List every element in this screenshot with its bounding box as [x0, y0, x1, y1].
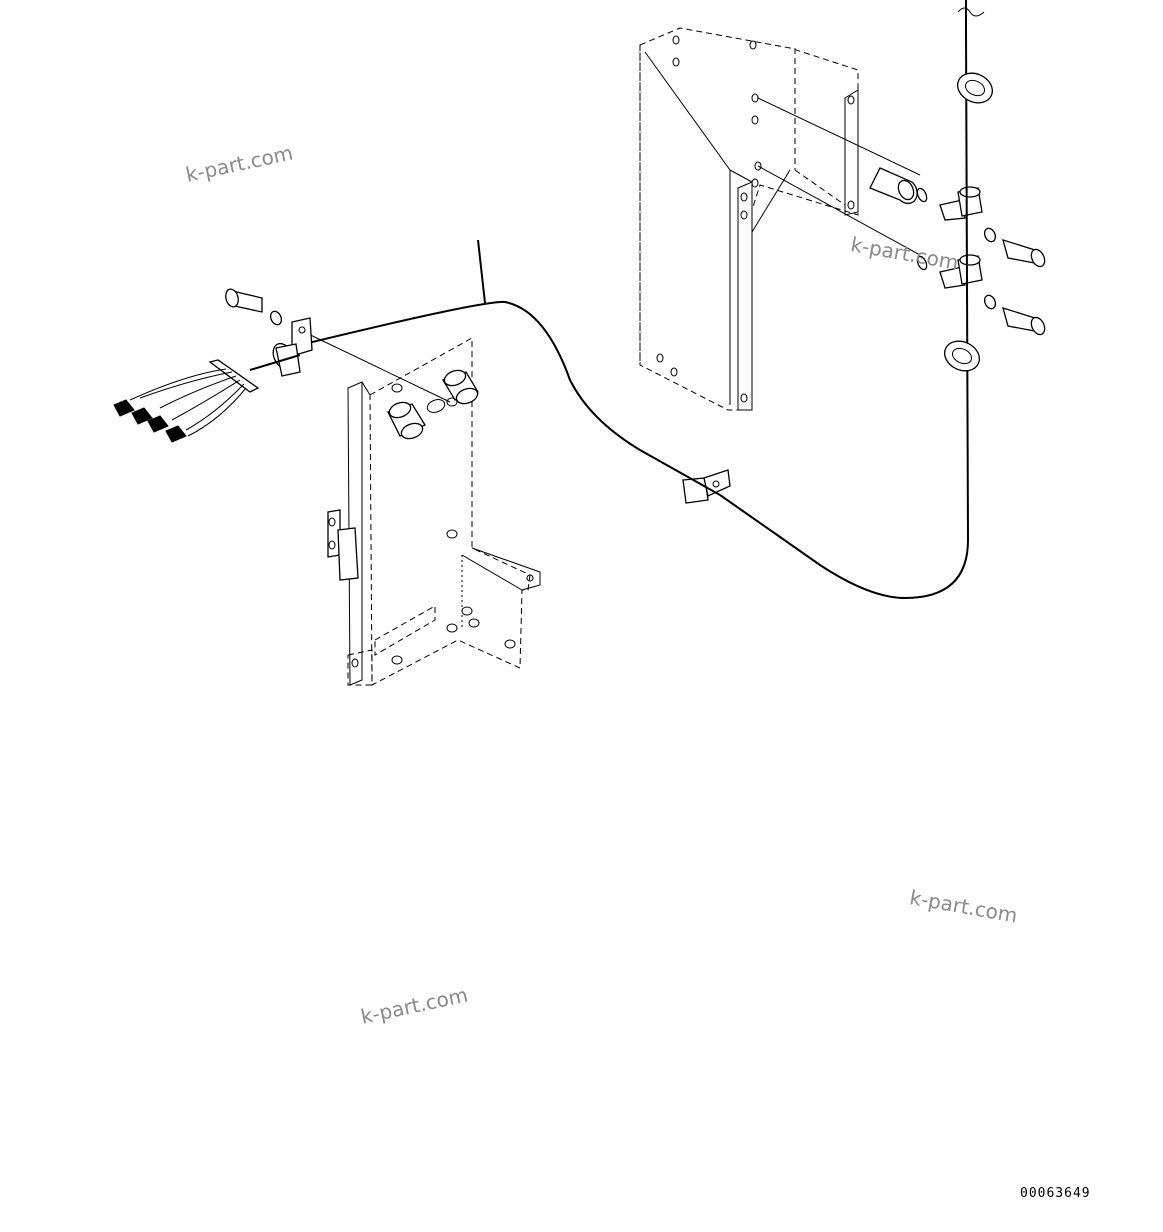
drawing-number: 00063649 — [1020, 1186, 1091, 1201]
left-bolt-washer-clamp — [225, 288, 313, 377]
right-mounting-bracket — [639, 27, 921, 411]
right-spacer-clamp-set — [869, 167, 1046, 336]
vertical-harness — [719, 0, 994, 600]
left-mounting-panel — [299, 329, 541, 686]
wiring-harness-connectors — [113, 354, 301, 443]
main-harness-wire — [299, 239, 721, 496]
